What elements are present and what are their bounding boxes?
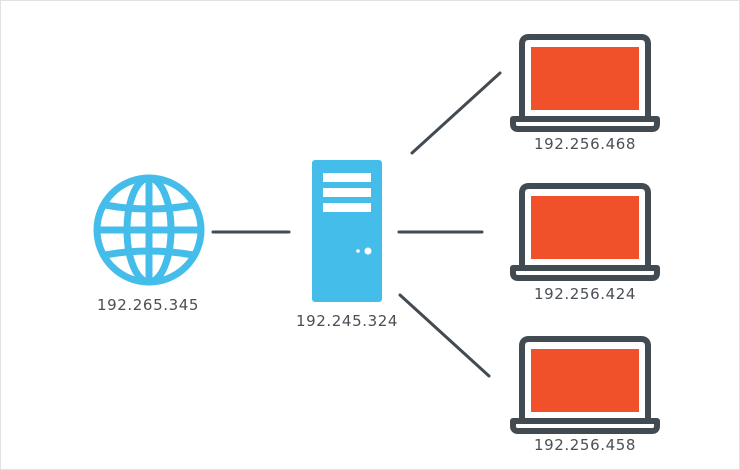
globe-icon — [93, 174, 205, 286]
server-ip-label: 192.245.324 — [295, 312, 399, 330]
server-tower-icon — [312, 160, 382, 302]
connector-server-laptop-3 — [398, 293, 491, 378]
laptop-icon — [510, 336, 660, 434]
laptop-ip-label: 192.256.458 — [533, 436, 637, 454]
laptop-ip-label: 192.256.424 — [533, 285, 637, 303]
connector-server-laptop-1 — [410, 71, 502, 155]
internet-ip-label: 192.265.345 — [96, 296, 200, 314]
laptop-icon — [510, 34, 660, 132]
laptop-icon — [510, 183, 660, 281]
laptop-ip-label: 192.256.468 — [533, 135, 637, 153]
